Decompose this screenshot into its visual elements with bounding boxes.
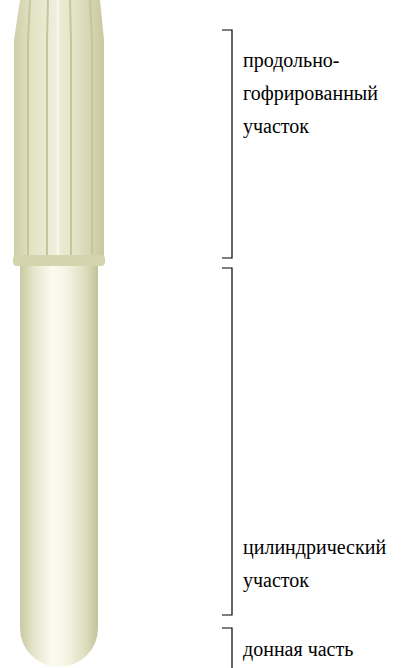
part-label: продольно- гофрированный участок <box>243 44 403 143</box>
bracket <box>222 30 232 668</box>
tube-collar <box>13 255 105 266</box>
part-label: цилиндрический участок <box>243 531 403 597</box>
corrugated-section <box>14 0 104 256</box>
cylindrical-section <box>20 266 98 667</box>
part-label: донная часть <box>243 633 403 666</box>
corrugation-highlights <box>57 0 60 256</box>
corrugation-ribs <box>28 0 92 256</box>
